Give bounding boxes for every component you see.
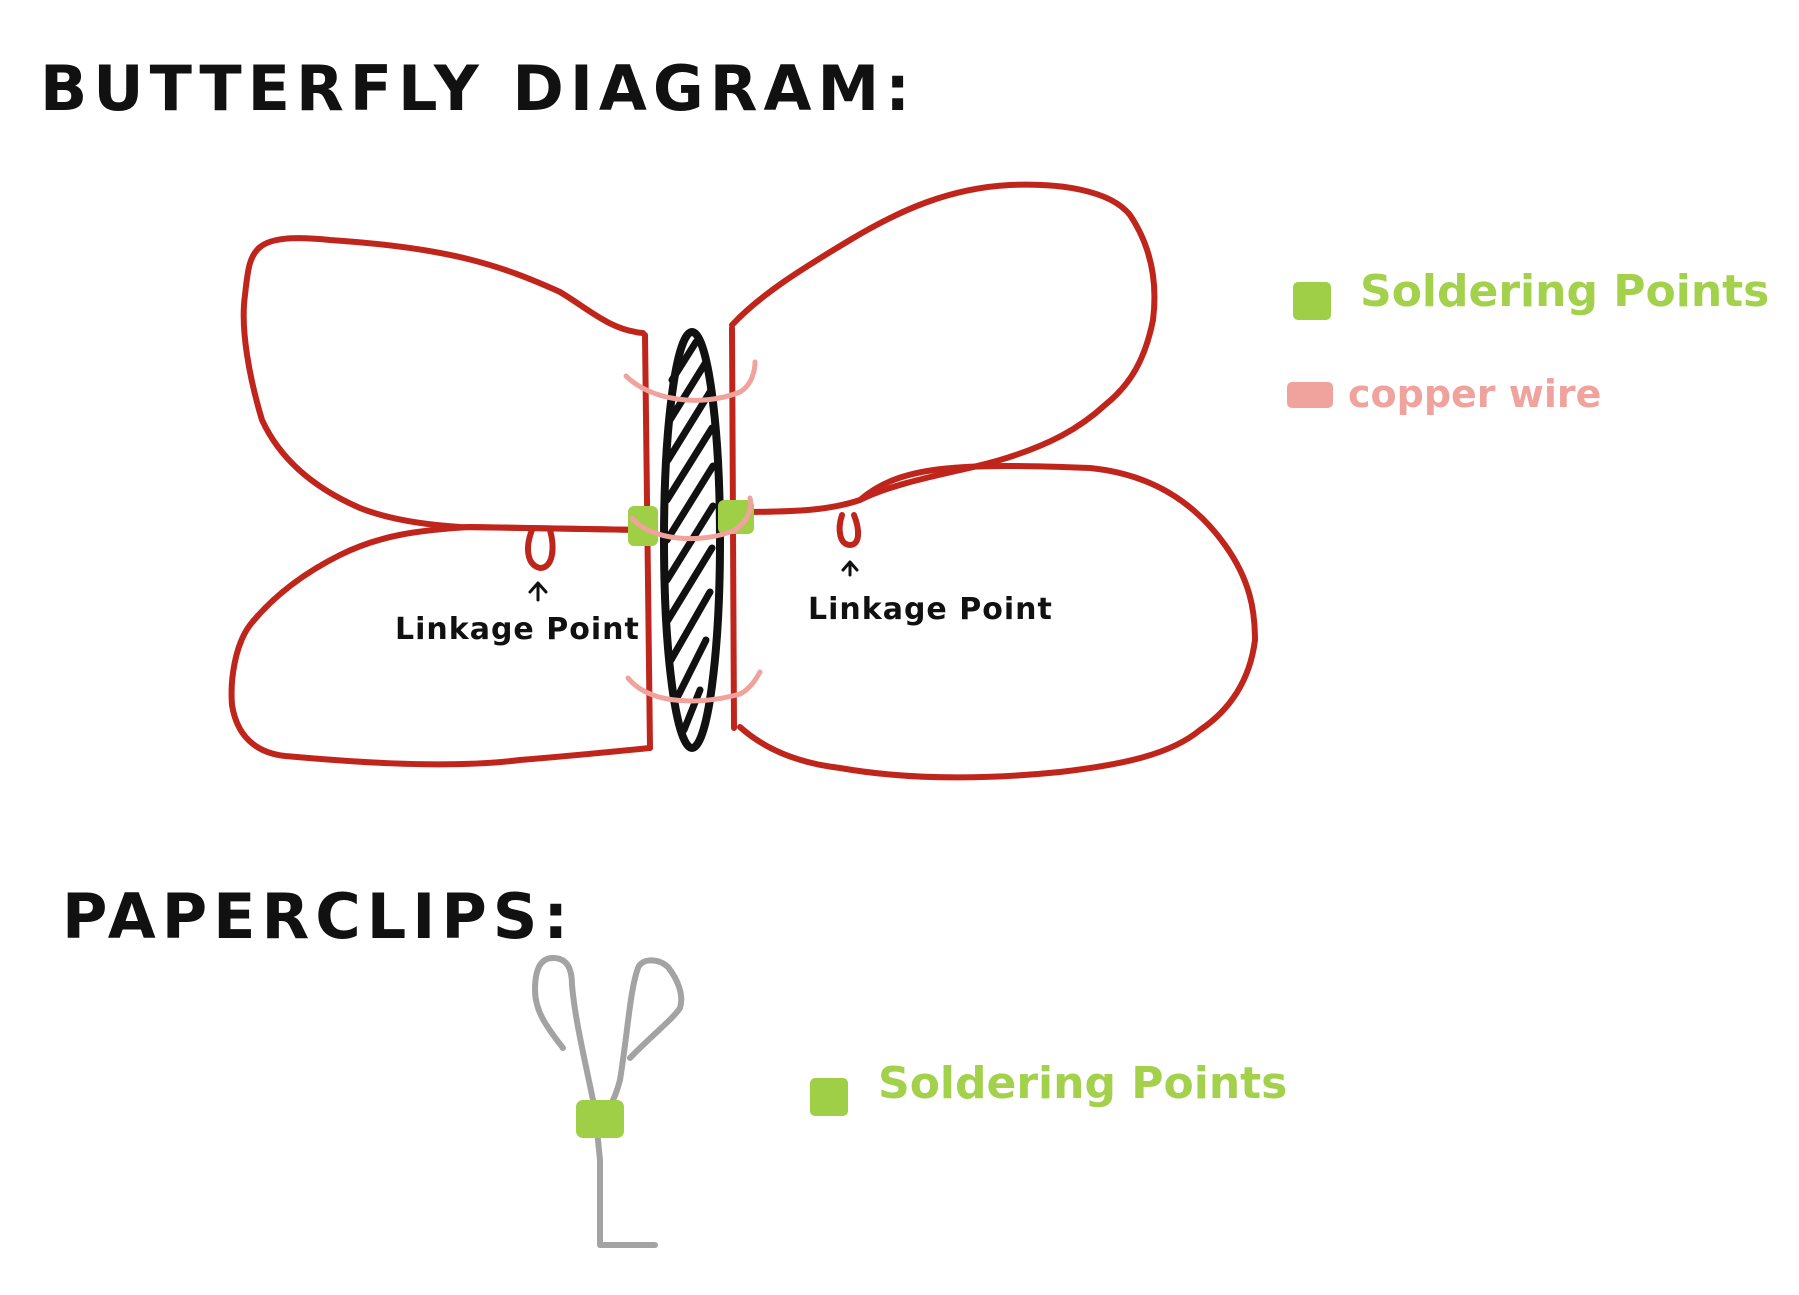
copper-wire-top	[623, 359, 758, 403]
paperclip-legend-swatch-soldering	[810, 1078, 848, 1116]
upper-left-wing	[240, 235, 646, 533]
copper-wire-bottom	[625, 669, 763, 704]
copper-wire-middle	[629, 495, 754, 542]
paperclip	[532, 955, 685, 1248]
legend-swatch-soldering	[1293, 282, 1331, 320]
linkage-arrow-right	[841, 560, 859, 577]
paperclip-legend-label-soldering: Soldering Points	[878, 1058, 1288, 1109]
solder-point-right	[718, 500, 754, 534]
lower-right-wing	[737, 462, 1258, 781]
butterfly-diagram-title: BUTTERFLY DIAGRAM:	[40, 52, 917, 125]
linkage-point-label-left: Linkage Point	[395, 612, 640, 647]
linkage-loop-right	[836, 512, 862, 548]
paperclip-solder-point	[576, 1100, 624, 1138]
linkage-loop-left	[525, 527, 556, 571]
legend-swatch-copper	[1287, 382, 1333, 408]
paperclips-title: PAPERCLIPS:	[62, 880, 575, 953]
linkage-point-label-right: Linkage Point	[808, 592, 1053, 627]
legend-label-copper: copper wire	[1348, 372, 1602, 416]
upper-right-wing	[729, 181, 1158, 515]
lower-left-wing	[228, 524, 653, 768]
legend-label-soldering: Soldering Points	[1360, 266, 1770, 317]
linkage-arrow-left	[528, 581, 548, 602]
